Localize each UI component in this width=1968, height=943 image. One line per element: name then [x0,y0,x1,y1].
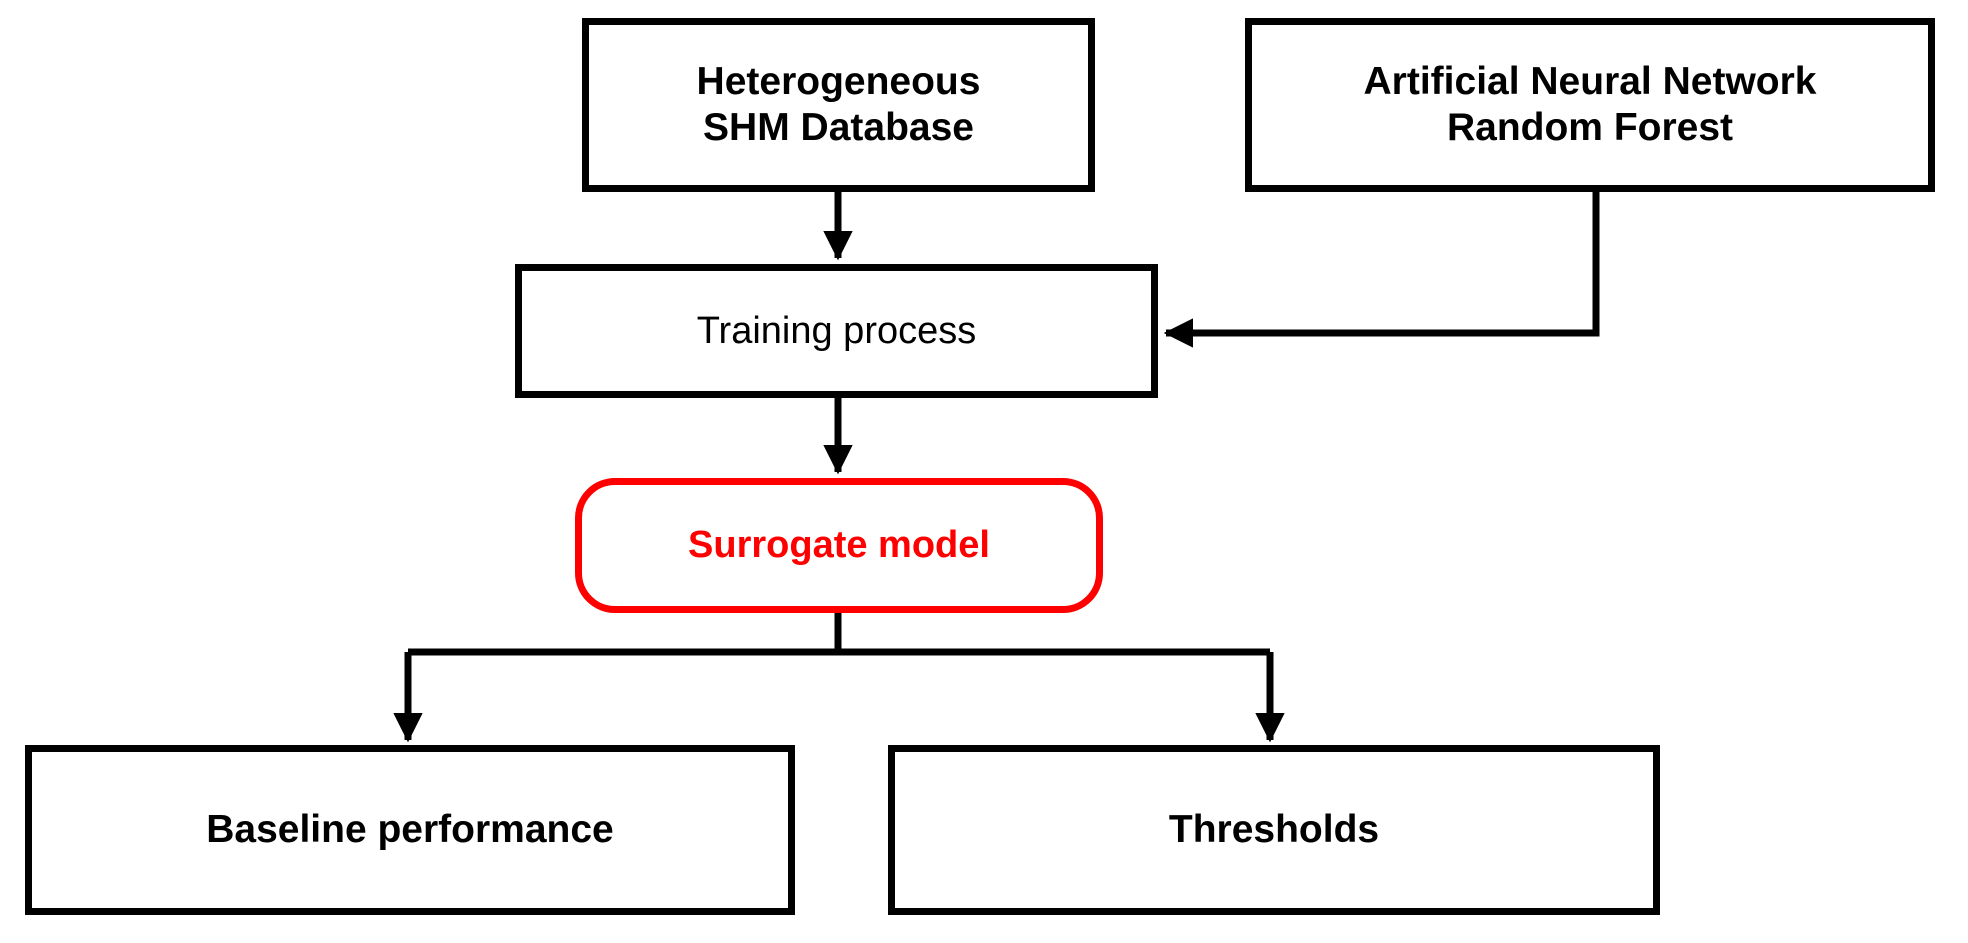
node-label-baseline: Baseline performance [206,807,614,851]
node-artificial-neural-network-random-forest[interactable]: Artificial Neural Network Random Forest [1245,18,1935,192]
node-surrogate-model[interactable]: Surrogate model [575,478,1103,613]
edge-algorithms-to-training [1163,192,1600,348]
node-baseline-performance[interactable]: Baseline performance [25,745,795,915]
node-thresholds[interactable]: Thresholds [888,745,1660,915]
node-label-algorithms: Artificial Neural Network Random Forest [1363,59,1817,149]
node-training-process[interactable]: Training process [515,264,1158,398]
node-label-training: Training process [696,309,977,352]
node-label-database: Heterogeneous SHM Database [696,59,981,149]
node-label-thresholds: Thresholds [1168,807,1380,851]
edge-surrogate-split [408,613,1270,656]
node-label-surrogate: Surrogate model [688,524,990,567]
node-heterogeneous-shm-database[interactable]: Heterogeneous SHM Database [582,18,1095,192]
